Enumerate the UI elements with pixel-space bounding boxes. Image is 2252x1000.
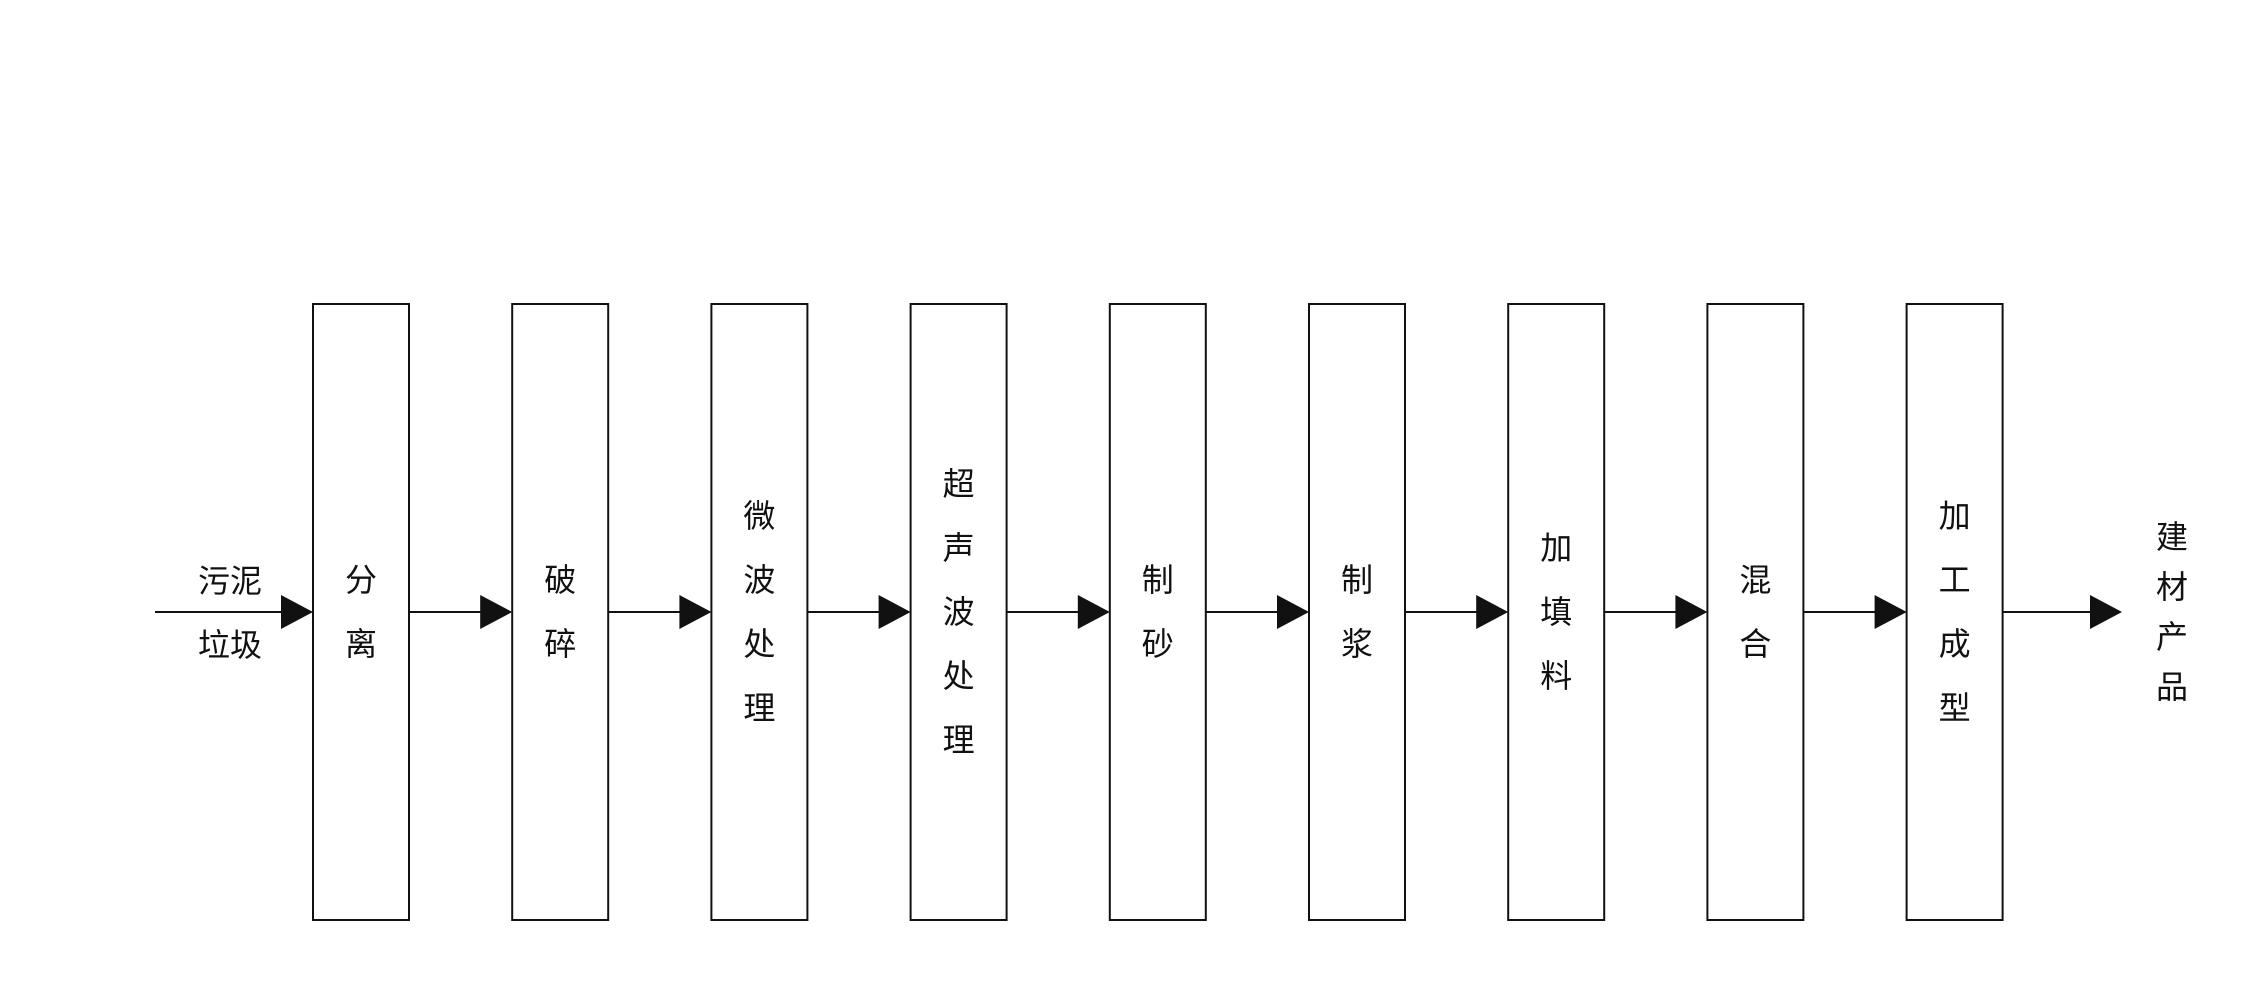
flow-arrows bbox=[155, 595, 2122, 629]
stage-arrow bbox=[1205, 595, 1309, 629]
stage-box: 破碎 bbox=[511, 303, 610, 921]
stage-label: 破碎 bbox=[544, 561, 576, 663]
stage-box-frame bbox=[312, 303, 410, 921]
stage-arrow bbox=[608, 595, 712, 629]
stage-label: 制砂 bbox=[1142, 561, 1174, 663]
stage-label: 混合 bbox=[1739, 561, 1771, 663]
stage-arrow bbox=[1803, 595, 1907, 629]
stage-box: 制砂 bbox=[1108, 303, 1207, 921]
output-label-text: 建材产品 bbox=[2156, 518, 2188, 706]
input-arrow-head bbox=[281, 595, 313, 629]
stage-label: 超声波处理 bbox=[943, 465, 975, 759]
stage-box-frame bbox=[1706, 303, 1805, 921]
stage-arrow bbox=[1604, 595, 1708, 629]
output-label: 建材产品 bbox=[2156, 518, 2188, 706]
stage-arrow-head bbox=[878, 595, 911, 629]
stage-label: 制浆 bbox=[1341, 561, 1373, 663]
stage-arrow bbox=[409, 595, 513, 629]
stage-box-frame bbox=[1905, 303, 2004, 921]
stage-box-frame bbox=[1308, 303, 1406, 921]
stage-arrow-head bbox=[1874, 595, 1907, 629]
stage-arrow bbox=[1405, 595, 1509, 629]
stage-box: 加工成型 bbox=[1905, 303, 2004, 921]
stage-arrow-head bbox=[1077, 595, 1110, 629]
stage-box: 混合 bbox=[1706, 303, 1805, 921]
stage-arrow bbox=[1006, 595, 1110, 629]
stage-arrow bbox=[807, 595, 911, 629]
input-arrow bbox=[155, 595, 313, 629]
stage-box: 超声波处理 bbox=[909, 303, 1008, 921]
stage-label: 微波处理 bbox=[743, 497, 775, 727]
stage-box: 分离 bbox=[312, 303, 410, 921]
stage-label: 加工成型 bbox=[1939, 497, 1971, 727]
input-label-line-1: 污泥 bbox=[198, 562, 262, 600]
stage-arrow-head bbox=[679, 595, 712, 629]
stage-arrow-head bbox=[1675, 595, 1708, 629]
stage-box-frame bbox=[511, 303, 610, 921]
input-label-line-2: 垃圾 bbox=[198, 626, 262, 664]
input-label: 污泥 垃圾 bbox=[198, 562, 262, 664]
stage-box: 制浆 bbox=[1308, 303, 1406, 921]
stage-label: 加填料 bbox=[1540, 529, 1572, 695]
stage-arrow-head bbox=[1277, 595, 1309, 629]
stage-box-frame bbox=[1507, 303, 1606, 921]
output-arrow bbox=[2002, 595, 2122, 629]
stage-arrow-head bbox=[1476, 595, 1509, 629]
process-stages: 分离 破碎 微波处理 超声波处理 制砂 制浆 加填料 混合 加工成型 bbox=[312, 303, 2004, 921]
stage-box-frame bbox=[710, 303, 809, 921]
stage-arrow-head bbox=[480, 595, 513, 629]
stage-box: 加填料 bbox=[1507, 303, 1606, 921]
stage-box: 微波处理 bbox=[710, 303, 809, 921]
stage-box-frame bbox=[1108, 303, 1207, 921]
stage-label: 分离 bbox=[345, 561, 377, 663]
output-arrow-head bbox=[2090, 595, 2122, 629]
